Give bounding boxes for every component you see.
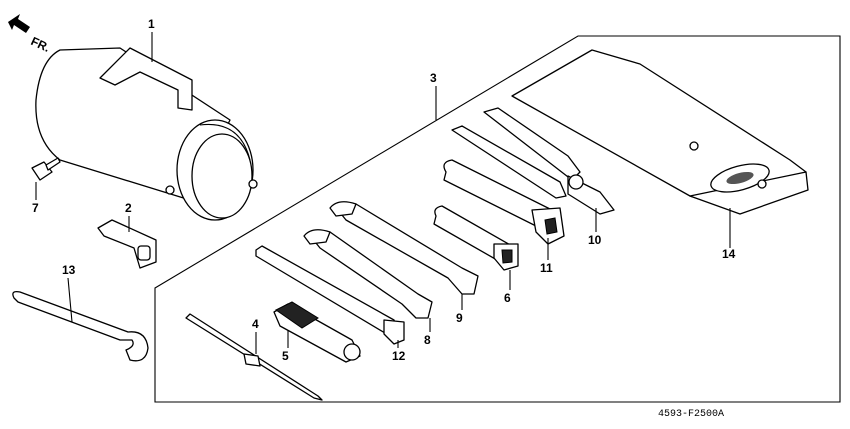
tool-kit-outline bbox=[154, 35, 841, 403]
box-wrench-small bbox=[433, 205, 519, 271]
bracket bbox=[97, 219, 157, 269]
leader-13 bbox=[67, 277, 73, 323]
direction-label: FR. bbox=[29, 34, 52, 55]
box-wrench-large bbox=[443, 159, 565, 245]
front-arrow-icon bbox=[8, 14, 30, 33]
callout-13: 13 bbox=[62, 263, 76, 277]
open-end-wrench-8 bbox=[303, 229, 433, 319]
callout-10: 10 bbox=[588, 233, 602, 247]
callout-14: 14 bbox=[722, 247, 736, 261]
pliers bbox=[451, 107, 615, 215]
callout-2: 2 bbox=[125, 201, 132, 215]
spanner-wrench bbox=[12, 290, 149, 362]
handle-bar bbox=[255, 245, 405, 345]
screwdriver-handle bbox=[273, 301, 361, 363]
drawing-code: 4593-F2500A bbox=[658, 409, 724, 420]
callout-12: 12 bbox=[392, 349, 406, 363]
callout-3: 3 bbox=[430, 71, 437, 85]
callout-4: 4 bbox=[252, 317, 259, 331]
callout-6: 6 bbox=[504, 291, 511, 305]
callout-9: 9 bbox=[456, 311, 463, 325]
callout-7: 7 bbox=[32, 201, 39, 215]
callout-1: 1 bbox=[148, 17, 155, 31]
callout-5: 5 bbox=[282, 349, 289, 363]
callout-11: 11 bbox=[540, 261, 553, 275]
screwdriver-bit bbox=[185, 313, 323, 401]
tool-bag bbox=[511, 49, 809, 215]
bolt bbox=[31, 157, 61, 181]
callout-8: 8 bbox=[424, 333, 431, 347]
tool-case bbox=[35, 47, 258, 221]
open-end-wrench-9 bbox=[329, 201, 479, 295]
